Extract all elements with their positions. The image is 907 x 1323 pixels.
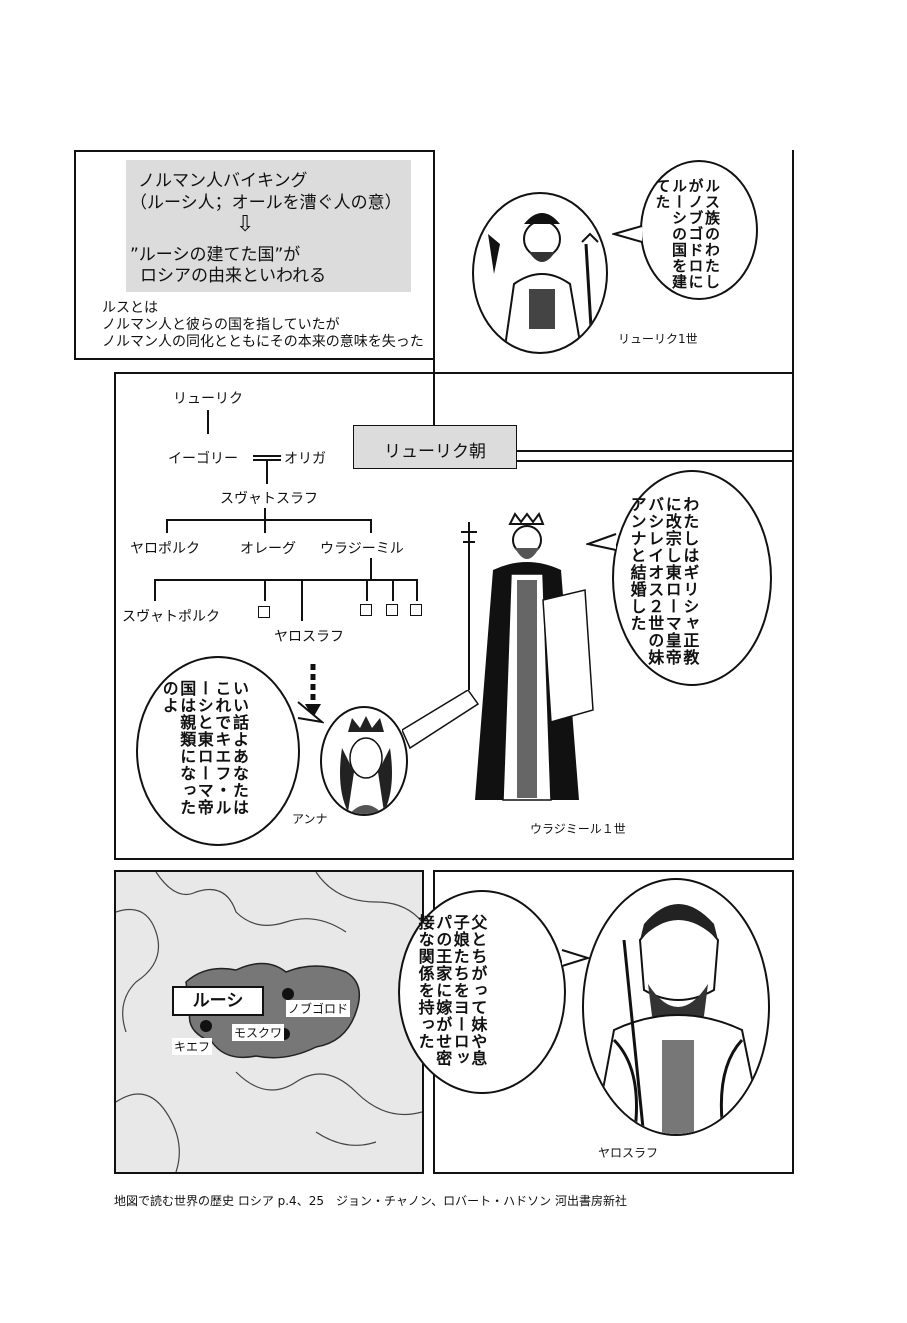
rurik-speech-bubble: ルス族のわたしがノブゴドロにルーシの国を建てた bbox=[640, 160, 758, 300]
info-line-4: ロシアの由来といわれる bbox=[140, 266, 327, 286]
panel-map: ルーシ ノブゴロド モスクワ キエフ bbox=[114, 870, 424, 1174]
down-arrow-icon: ⇩ bbox=[236, 212, 255, 237]
tree-line-svy bbox=[266, 460, 268, 484]
dynasty-label-box: リューリク朝 bbox=[353, 425, 517, 469]
rurik-speech-text: ルス族のわたしがノブゴドロにルーシの国を建てた bbox=[653, 178, 722, 290]
tree-marriage-line-2 bbox=[253, 459, 281, 461]
yaroslav-speech-text: 父とちがって妹や息子娘たちをヨーロッパの王家に嫁がせ密接な関係を持った bbox=[415, 914, 488, 1067]
tree-line-rurik bbox=[207, 410, 209, 434]
tree-igor: イーゴリー bbox=[168, 451, 238, 467]
info-line-2: （ルーシ人；オールを漕ぐ人の意） bbox=[130, 193, 402, 213]
vladimir-figure bbox=[455, 510, 600, 814]
tree-vladimir: ウラジーミル bbox=[320, 541, 404, 557]
rurik-portrait bbox=[472, 192, 608, 354]
vladimir-speech-text: わたしはギリシャ正教に改宗し東ローマ皇帝バシレイオス２世の妹アンナと結婚した bbox=[627, 496, 700, 666]
warrior-illustration-icon bbox=[488, 213, 599, 352]
source-footer: 地図で読む世界の歴史 ロシア p.4、25 ジョン・チャノン、ロバート・ハドソン… bbox=[114, 1194, 627, 1208]
dynasty-label: リューリク朝 bbox=[384, 442, 486, 462]
tree-line-c3 bbox=[301, 579, 303, 621]
vladimir-caption: ウラジミール１世 bbox=[530, 822, 626, 836]
tree-line-oleg bbox=[264, 519, 266, 533]
tree-line-c4 bbox=[366, 579, 368, 601]
anna-caption: アンナ bbox=[292, 812, 328, 826]
tree-line-vlad-down bbox=[370, 558, 372, 580]
tree-rurik: リューリク bbox=[173, 391, 243, 407]
tree-unknown-2 bbox=[360, 604, 372, 616]
rus-note: ルスとは ノルマン人と彼らの国を指していたが ノルマン人の同化とともにその本来の… bbox=[102, 300, 424, 351]
tree-line-svy-down bbox=[264, 508, 266, 520]
tree-svyatoslav: スヴャトスラフ bbox=[220, 491, 318, 507]
info-box: ノルマン人バイキング （ルーシ人；オールを漕ぐ人の意） ⇩ ”ルーシの建てた国”… bbox=[126, 160, 411, 292]
tree-line-c6 bbox=[416, 579, 418, 601]
yaroslav-portrait bbox=[582, 878, 770, 1136]
tree-unknown-1 bbox=[258, 606, 270, 618]
tree-line-gen2 bbox=[166, 519, 370, 521]
tree-svyatopolk: スヴャトポルク bbox=[122, 609, 220, 625]
map-moscow-label: モスクワ bbox=[232, 1024, 285, 1041]
anna-illustration-icon bbox=[340, 716, 392, 814]
info-line-3: ”ルーシの建てた国”が bbox=[130, 245, 301, 265]
tree-line-c2 bbox=[264, 579, 266, 601]
map-rus-label: ルーシ bbox=[192, 991, 244, 1011]
anna-speech-text: いい話よあなたはこれでキエフ・ルーシと東ローマ帝国は親類になったのよ bbox=[159, 680, 249, 816]
tree-marriage-line-1 bbox=[253, 455, 281, 457]
vladimir-bubble-tail bbox=[584, 530, 618, 558]
vladimir-illustration-icon bbox=[461, 511, 594, 801]
map-illustration bbox=[116, 872, 422, 1172]
rurik-bubble-tail bbox=[610, 222, 644, 250]
anna-connector bbox=[401, 688, 482, 764]
panel2-right-edge bbox=[792, 460, 794, 860]
rus-note-line-3: ノルマン人の同化とともにその本来の意味を失った bbox=[102, 334, 424, 350]
map-rus-label-box: ルーシ bbox=[172, 986, 264, 1016]
tree-line-gen3 bbox=[154, 579, 416, 581]
info-line-1: ノルマン人バイキング bbox=[138, 171, 308, 191]
tree-unknown-3 bbox=[386, 604, 398, 616]
notch-line-v bbox=[433, 372, 435, 452]
anna-portrait bbox=[320, 706, 408, 816]
tree-oleg: オレーグ bbox=[240, 541, 296, 557]
anna-speech-bubble: いい話よあなたはこれでキエフ・ルーシと東ローマ帝国は親類になったのよ bbox=[136, 656, 300, 846]
yaroslav-caption: ヤロスラフ bbox=[598, 1146, 659, 1160]
tree-yaroslav: ヤロスラフ bbox=[274, 629, 344, 645]
map-novgorod-label: ノブゴロド bbox=[286, 1000, 351, 1017]
dashed-down-arrow-icon bbox=[303, 664, 323, 724]
rus-note-line-1: ルスとは bbox=[102, 300, 158, 316]
tree-unknown-4 bbox=[410, 604, 422, 616]
tree-yaropolk: ヤロポルク bbox=[130, 541, 200, 557]
rurik-caption: リューリク1世 bbox=[618, 332, 698, 346]
map-kiev-label: キエフ bbox=[172, 1038, 213, 1055]
notch-line-h bbox=[433, 450, 794, 452]
tree-olga: オリガ bbox=[284, 451, 326, 467]
tree-line-c5 bbox=[392, 579, 394, 601]
vladimir-speech-bubble: わたしはギリシャ正教に改宗し東ローマ皇帝バシレイオス２世の妹アンナと結婚した bbox=[612, 470, 772, 686]
anna-bubble-tail bbox=[296, 700, 326, 730]
tree-line-vladimir bbox=[370, 519, 372, 533]
yaroslav-illustration-icon bbox=[593, 904, 765, 1134]
tree-line-c1 bbox=[154, 579, 156, 601]
yaroslav-speech-bubble: 父とちがって妹や息子娘たちをヨーロッパの王家に嫁がせ密接な関係を持った bbox=[398, 890, 566, 1094]
panel2-top-edge bbox=[435, 460, 794, 462]
rus-note-line-2: ノルマン人と彼らの国を指していたが bbox=[102, 317, 340, 333]
tree-line-yaropolk bbox=[166, 519, 168, 533]
